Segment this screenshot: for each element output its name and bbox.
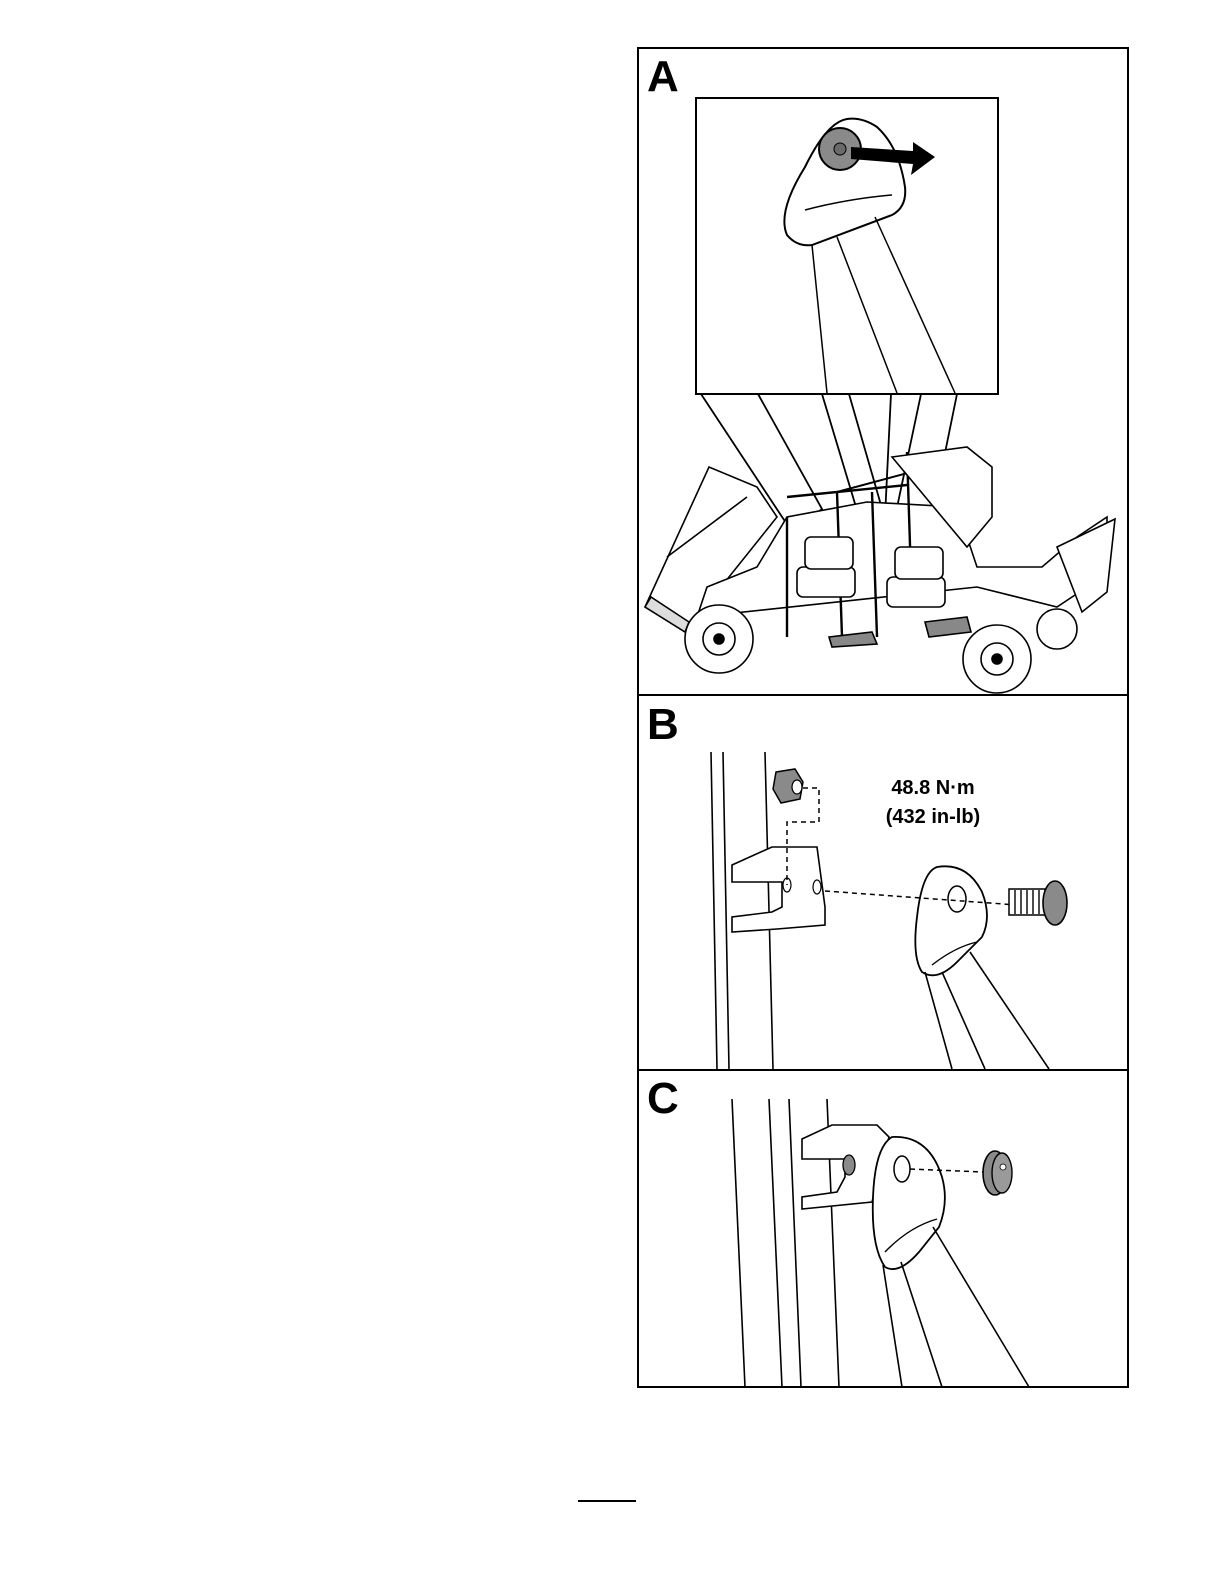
torque-spec-imperial: (432 in-lb) xyxy=(886,806,980,828)
detail-callout xyxy=(696,98,998,394)
bolt-head-icon xyxy=(983,1151,1012,1195)
panel-a-label: A xyxy=(647,52,679,101)
torque-spec-metric: 48.8 N·m xyxy=(891,777,974,799)
panel-c-label: C xyxy=(647,1074,679,1123)
wheel-icon xyxy=(963,625,1031,693)
installation-figure: A xyxy=(637,47,1129,1388)
flange-nut-icon xyxy=(773,769,803,803)
wheel-icon xyxy=(685,605,753,673)
panel-b-label: B xyxy=(647,700,679,749)
page-number-rule xyxy=(578,1500,636,1502)
